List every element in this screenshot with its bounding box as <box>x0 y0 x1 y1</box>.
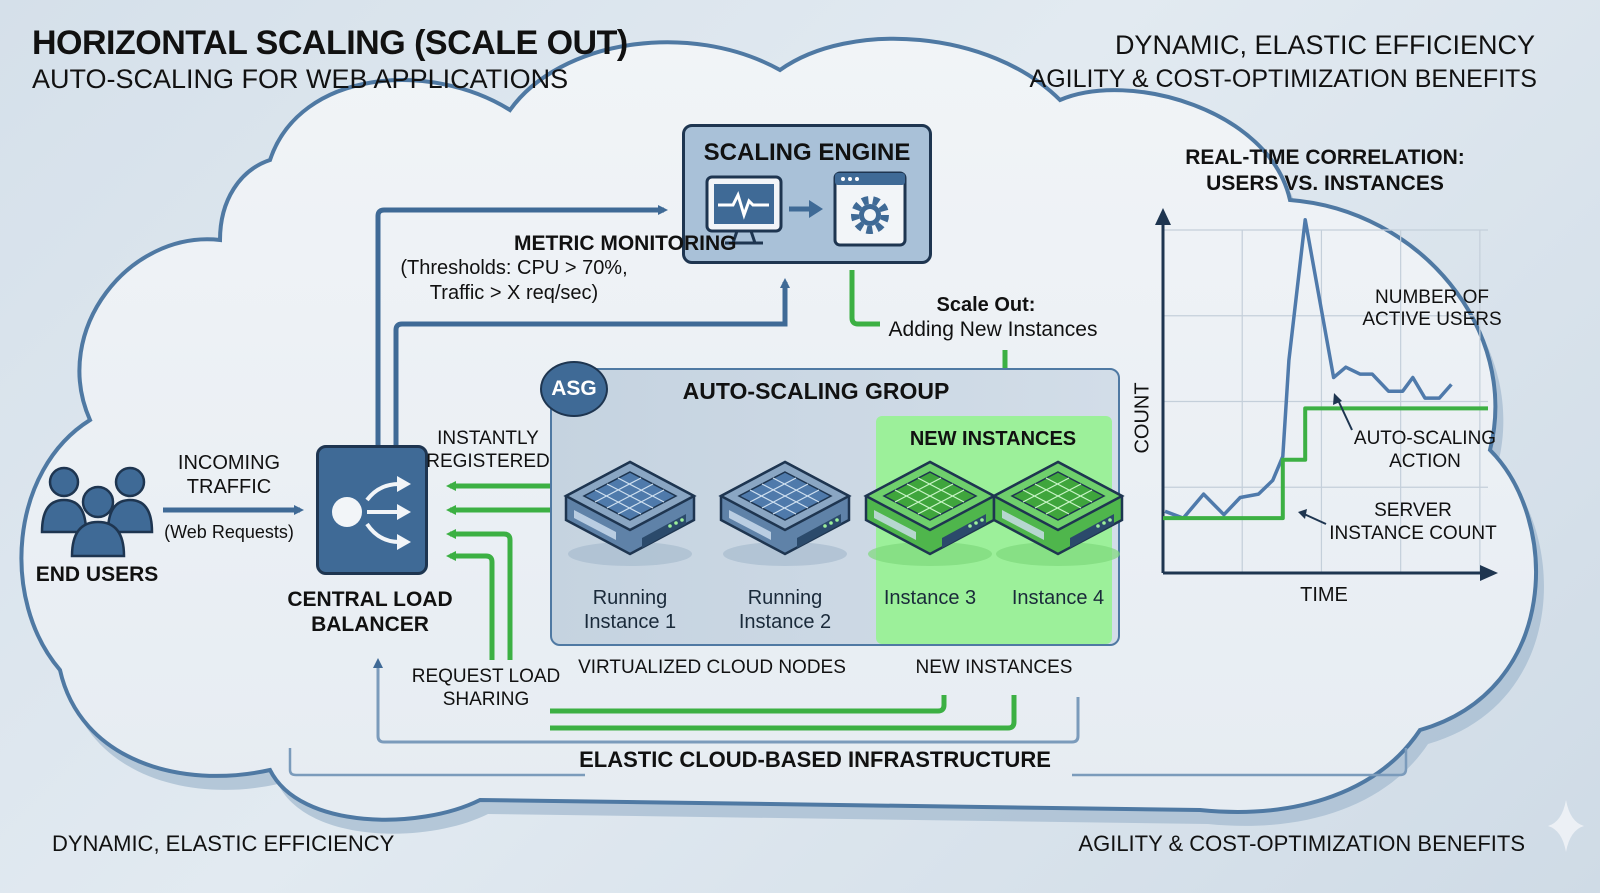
footer-right: AGILITY & COST-OPTIMIZATION BENEFITS <box>1078 831 1525 856</box>
chart-x-axis-label: TIME <box>1300 584 1348 606</box>
asg-badge-label: ASG <box>551 377 597 400</box>
server-icon <box>991 460 1125 566</box>
new-instances-return-1 <box>550 695 947 714</box>
instance-count-step-line <box>1163 406 1488 521</box>
gear-window-icon <box>833 171 907 247</box>
web-requests-label: (Web Requests) <box>164 522 294 542</box>
server-icon <box>863 460 997 566</box>
instance-count-label-2: INSTANCE COUNT <box>1329 523 1497 544</box>
chart-x-axis-arrow <box>1480 565 1498 581</box>
instance-name-label: Instance 2 <box>738 611 832 633</box>
chart-y-axis-arrow <box>1155 208 1171 225</box>
monitoring-threshold-traffic: Traffic > X req/sec) <box>429 282 599 304</box>
distribution-icon <box>332 476 411 550</box>
server-icon <box>718 460 852 566</box>
metric-monitoring-title: METRIC MONITORING <box>514 232 737 255</box>
asg-badge: ASG <box>540 361 608 417</box>
page-subtitle: AUTO-SCALING FOR WEB APPLICATIONS <box>32 64 569 94</box>
header-right-line1: DYNAMIC, ELASTIC EFFICIENCY <box>1114 30 1535 60</box>
instance-count-label-1: SERVER <box>1374 500 1452 521</box>
instance-name-label: Instance 3 <box>883 587 977 609</box>
load-balancer-label-2: BALANCER <box>311 613 429 636</box>
load-balancer-icon <box>316 445 428 575</box>
load-balancer-label-1: CENTRAL LOAD <box>287 588 453 611</box>
request-load-sharing-label-1: REQUEST LOAD <box>411 666 561 687</box>
monitor-icon <box>705 175 783 245</box>
incoming-traffic-label-1: INCOMING <box>177 452 281 474</box>
page-title: HORIZONTAL SCALING (SCALE OUT) <box>32 24 628 62</box>
instance-status-label: Running <box>592 587 668 609</box>
new-instances-panel-title: NEW INSTANCES <box>909 428 1077 450</box>
scale-out-title: Scale Out: <box>936 294 1036 316</box>
auto-scaling-action-pointer-head <box>1333 393 1342 405</box>
scaling-engine-box: SCALING ENGINE <box>682 124 932 264</box>
header-right-line2: AGILITY & COST-OPTIMIZATION BENEFITS <box>1029 65 1537 93</box>
auto-scaling-action-pointer <box>1337 399 1353 431</box>
footer-left: DYNAMIC, ELASTIC EFFICIENCY <box>52 831 395 856</box>
arrow-right-icon <box>789 200 823 218</box>
end-users-icon <box>40 466 154 558</box>
load-sharing-arrow-1 <box>446 529 513 660</box>
scaling-engine-title: SCALING ENGINE <box>703 139 911 166</box>
virtualized-cloud-nodes-label: VIRTUALIZED CLOUD NODES <box>578 657 846 678</box>
instance-count-pointer <box>1303 513 1327 525</box>
end-users-label: END USERS <box>35 563 159 586</box>
users-series-label-2: ACTIVE USERS <box>1362 309 1502 330</box>
load-sharing-arrow-2 <box>446 551 495 660</box>
active-users-line <box>1164 217 1453 520</box>
new-instances-label: NEW INSTANCES <box>915 657 1073 678</box>
request-load-sharing-label-2: SHARING <box>442 689 530 710</box>
engine-feedback-arrow <box>393 278 790 445</box>
incoming-traffic-label-2: TRAFFIC <box>186 476 272 498</box>
infrastructure-bracket-right <box>1072 748 1408 777</box>
instance-status-label: Running <box>747 587 823 609</box>
instantly-registered-label-1: INSTANTLY <box>437 428 539 449</box>
monitoring-threshold-cpu: (Thresholds: CPU > 70%, <box>400 257 628 279</box>
auto-scaling-action-label-2: ACTION <box>1389 451 1461 472</box>
sparkle-icon <box>1548 800 1584 852</box>
auto-scaling-action-label-1: AUTO-SCALING <box>1353 428 1497 449</box>
instance-count-pointer-head <box>1298 509 1307 519</box>
asg-title: AUTO-SCALING GROUP <box>682 378 950 404</box>
infrastructure-label: ELASTIC CLOUD-BASED INFRASTRUCTURE <box>579 747 1051 772</box>
metric-monitoring-arrow <box>375 205 668 445</box>
infrastructure-bracket-left <box>288 748 585 777</box>
scale-out-connector <box>849 270 880 327</box>
instance-name-label: Instance 1 <box>583 611 677 633</box>
server-icon <box>563 460 697 566</box>
new-instances-return-2 <box>550 695 1017 731</box>
instantly-registered-label-2: REGISTERED <box>426 451 550 472</box>
users-series-label-1: NUMBER OF <box>1375 287 1489 308</box>
instance-name-label: Instance 4 <box>1011 587 1105 609</box>
return-to-balancer-arrow <box>373 658 1080 744</box>
scaling-engine-icons <box>705 171 907 247</box>
chart-y-axis-label: COUNT <box>1131 382 1154 454</box>
chart-title-line2: USERS VS. INSTANCES <box>1206 172 1444 195</box>
chart-title-line1: REAL-TIME CORRELATION: <box>1185 146 1465 169</box>
scale-out-description: Adding New Instances <box>888 318 1098 341</box>
